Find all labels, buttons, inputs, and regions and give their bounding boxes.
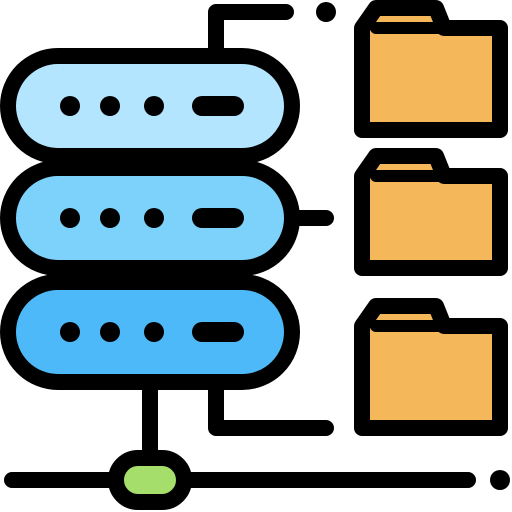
folder-bottom-icon (354, 298, 508, 436)
folder-middle-icon (354, 148, 508, 276)
server-unit-bottom-icon (0, 274, 300, 390)
folder-top-icon (354, 0, 508, 138)
connector-top (208, 4, 294, 56)
network-node-icon (108, 450, 192, 510)
server-unit-middle-icon (0, 160, 300, 276)
dot-top-right (316, 2, 336, 22)
folders (354, 0, 508, 436)
folder-tab-lines (370, 22, 450, 332)
dot-bottom-right (490, 470, 510, 490)
decorative-dots (316, 2, 510, 490)
server-unit-top-icon (0, 48, 300, 164)
server-stack (0, 48, 300, 390)
connector-bottom (208, 380, 334, 436)
